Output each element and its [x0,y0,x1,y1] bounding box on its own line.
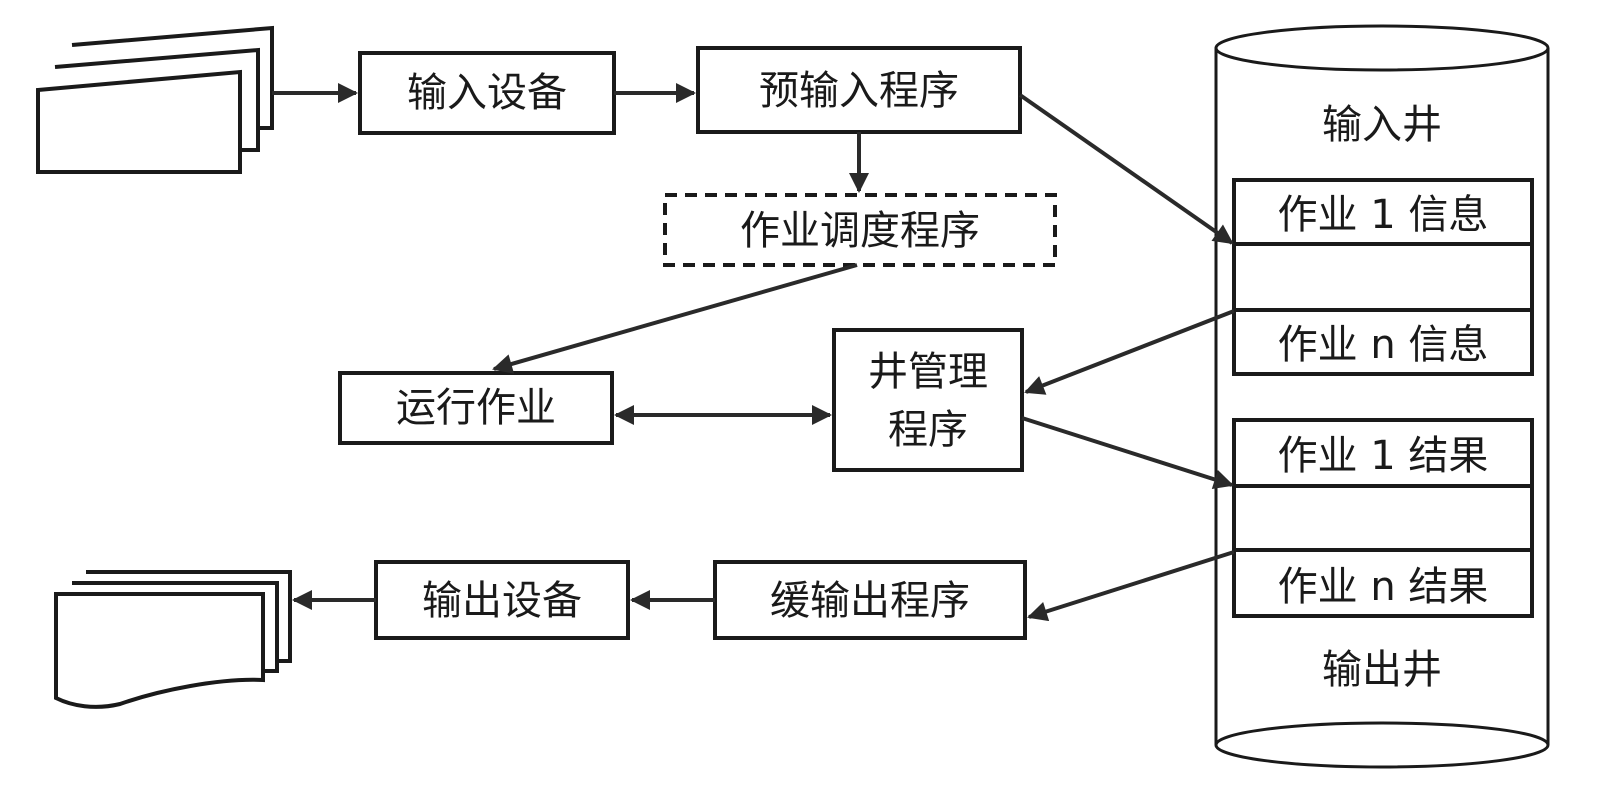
output-well-slots: 作业 1 结果 作业 n 结果 [1232,418,1534,618]
output-documents-icon [54,570,292,709]
input-slot-empty [1232,242,1534,312]
input-device-label: 输入设备 [407,70,567,116]
output-slot-empty [1232,484,1534,552]
pre-input-program-node: 预输入程序 [696,46,1022,134]
edge-output-well-to-spool-output [1027,550,1235,622]
job-scheduler-label: 作业调度程序 [740,208,980,254]
pre-input-program-label: 预输入程序 [759,68,959,114]
output-device-label: 输出设备 [422,578,582,624]
output-device-node: 输出设备 [374,560,630,640]
spool-manager-label-line2: 程序 [888,407,968,453]
input-well-slots: 作业 1 信息 作业 n 信息 [1232,178,1534,376]
input-slot-1-label: 作业 1 信息 [1278,192,1489,238]
spool-manager-label-line1: 井管理 [868,349,988,395]
input-slot-1 [1232,178,1534,246]
input-documents-icon [36,25,274,174]
input-well-label: 输入井 [1322,102,1442,148]
output-slot-1-label: 作业 1 结果 [1278,433,1489,479]
spool-output-program-label: 缓输出程序 [770,578,970,624]
run-job-label: 运行作业 [396,385,556,431]
spool-manager-node: 井管理 程序 [832,328,1024,472]
edge-scheduler-to-run-job [492,263,858,374]
input-slot-n-label: 作业 n 信息 [1278,322,1489,368]
edge-input-well-to-spool-manager [1024,309,1235,395]
edge-pre-input-to-input-well [1018,93,1234,245]
input-slot-n [1232,308,1534,376]
input-device-node: 输入设备 [358,51,616,135]
output-slot-1 [1232,418,1534,488]
output-well-label: 输出井 [1322,647,1442,693]
spool-output-program-node: 缓输出程序 [713,560,1027,640]
job-scheduler-node: 作业调度程序 [663,193,1057,267]
run-job-node: 运行作业 [338,371,614,445]
output-slot-n [1232,548,1534,618]
output-slot-n-label: 作业 n 结果 [1278,564,1489,610]
edge-spool-manager-to-output-well [1021,416,1234,490]
spool-disk-cylinder: 输入井 作业 1 信息 作业 n 信息 作业 1 结果 作业 n 结果 输出井 [1214,24,1550,769]
